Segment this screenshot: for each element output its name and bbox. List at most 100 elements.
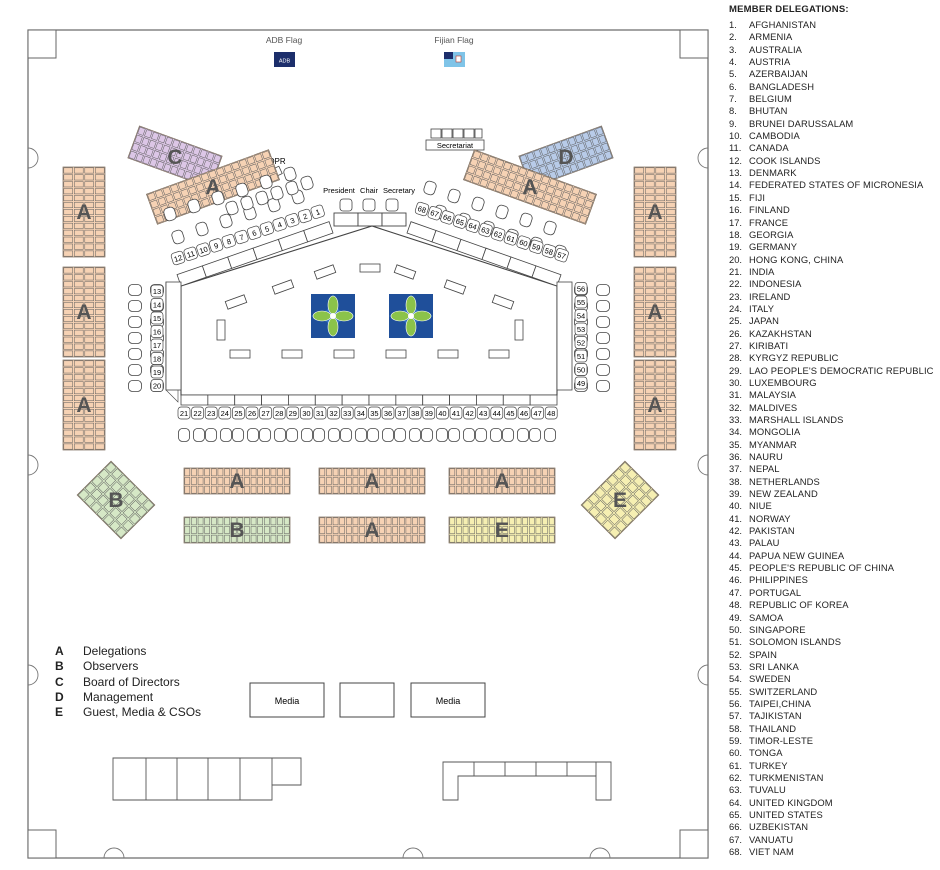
media-booth-left[interactable] <box>249 682 325 718</box>
seat <box>666 360 676 367</box>
seat <box>666 443 676 450</box>
seat <box>655 429 665 436</box>
seat <box>666 329 676 336</box>
seat <box>84 367 94 374</box>
seat-number: 50 <box>574 363 588 376</box>
inner-desk <box>216 319 226 341</box>
seat <box>95 409 105 415</box>
chair <box>267 197 281 213</box>
member-item: 65.UNITED STATES <box>729 809 937 821</box>
seat <box>634 181 644 188</box>
seat <box>479 178 489 188</box>
member-name: KIRIBATI <box>749 339 789 351</box>
seat <box>655 181 665 188</box>
member-number: 24. <box>729 302 743 314</box>
member-number: 30. <box>729 376 743 388</box>
seat <box>217 517 224 526</box>
seat <box>449 477 456 485</box>
seat <box>515 517 522 526</box>
member-item: 66.UZBEKISTAN <box>729 821 937 833</box>
seat <box>595 513 607 525</box>
member-item: 13.DENMARK <box>729 167 937 179</box>
seat <box>634 195 644 202</box>
member-item: 26.KAZAKHSTAN <box>729 328 937 340</box>
seat <box>84 288 94 295</box>
seat-number-label: 48 <box>547 409 555 418</box>
seat <box>399 485 405 494</box>
seat <box>138 145 147 155</box>
seat <box>332 534 339 543</box>
seat <box>224 477 230 485</box>
delegate-table <box>314 394 343 406</box>
seat <box>63 202 73 208</box>
seat <box>645 322 655 329</box>
seat <box>666 422 676 429</box>
president-label: President <box>323 186 356 195</box>
member-name: VANUATU <box>749 833 794 845</box>
seat <box>601 142 610 152</box>
carpet-ornament-right <box>389 294 433 338</box>
seat <box>538 182 548 192</box>
seat <box>283 526 290 534</box>
seat <box>666 302 676 308</box>
seat-number-label: 50 <box>577 366 585 375</box>
seat <box>211 517 217 526</box>
chair <box>128 300 142 312</box>
seat <box>634 274 644 281</box>
seat <box>645 267 655 274</box>
seat-number: 65 <box>452 214 468 229</box>
seat <box>594 486 606 499</box>
secretary-label: Secretary <box>383 186 415 195</box>
seat <box>576 160 585 170</box>
seat-number-label: 7 <box>238 233 245 243</box>
member-name: BHUTAN <box>749 105 788 117</box>
seat <box>645 209 655 215</box>
seat <box>522 477 528 485</box>
seat <box>634 422 644 429</box>
seat-number-label: 29 <box>289 409 297 418</box>
member-name: NAURU <box>749 451 783 463</box>
seat <box>84 181 94 188</box>
seat <box>95 202 105 208</box>
seat <box>399 526 405 534</box>
chair <box>596 364 610 376</box>
seat <box>96 507 109 520</box>
seat <box>482 485 489 494</box>
seat <box>545 185 555 195</box>
seat-number-label: 54 <box>577 312 585 321</box>
member-name: IRELAND <box>749 290 791 302</box>
seat <box>74 395 84 401</box>
member-item: 36.NAURU <box>729 451 937 463</box>
seat <box>257 517 263 526</box>
seat <box>257 485 263 494</box>
member-name: TURKMENISTAN <box>749 771 824 783</box>
door <box>27 454 39 476</box>
member-item: 57.TAJIKISTAN <box>729 710 937 722</box>
seat <box>237 517 244 526</box>
member-number: 38. <box>729 475 743 487</box>
seat <box>471 175 481 185</box>
seat <box>385 517 392 526</box>
seat <box>186 162 195 172</box>
seat <box>149 199 159 209</box>
media-booth-right[interactable] <box>410 682 486 718</box>
member-name: TAIPEI,CHINA <box>749 697 811 709</box>
seat <box>655 360 665 367</box>
member-delegations-title: MEMBER DELEGATIONS: <box>729 4 849 15</box>
seat <box>169 165 179 175</box>
seat <box>597 153 606 163</box>
delegation-block: A <box>62 166 106 258</box>
seat-number-box <box>529 239 544 254</box>
seat <box>655 174 665 181</box>
seat <box>244 485 250 494</box>
chair <box>128 332 142 344</box>
seat-number-box <box>150 365 164 379</box>
seat <box>184 468 191 477</box>
seat-number: 68 <box>414 201 430 217</box>
seat <box>264 477 270 485</box>
seat <box>104 474 117 487</box>
member-number: 42. <box>729 525 743 537</box>
member-name: GEORGIA <box>749 228 794 240</box>
seat <box>571 211 581 221</box>
